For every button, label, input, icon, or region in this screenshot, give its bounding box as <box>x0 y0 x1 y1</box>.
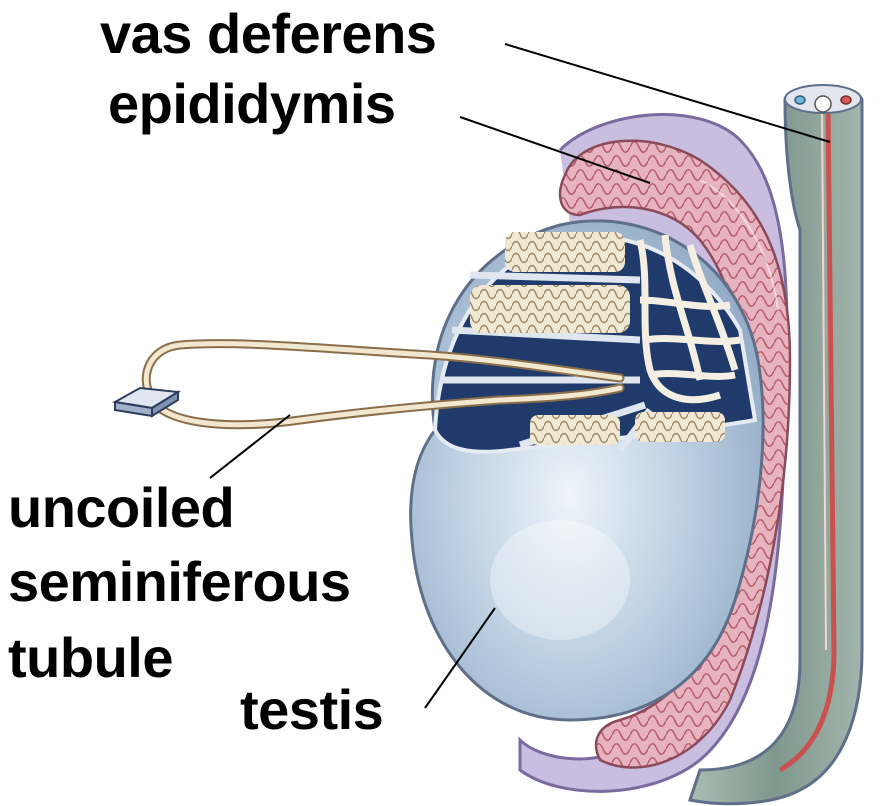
label-uncoiled-line2: seminiferous <box>8 552 351 612</box>
label-testis: testis <box>240 680 383 740</box>
label-uncoiled-line3: tubule <box>8 628 173 688</box>
testis <box>411 221 763 720</box>
label-vas-deferens: vas deferens <box>100 4 436 64</box>
label-epididymis: epididymis <box>108 74 396 134</box>
label-uncoiled-line1: uncoiled <box>8 478 234 538</box>
